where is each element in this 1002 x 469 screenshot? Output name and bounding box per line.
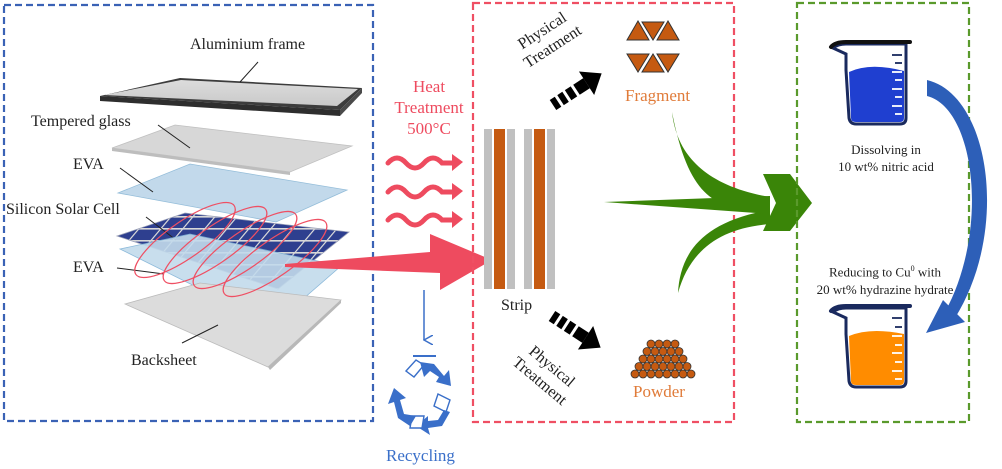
physical-treatment-arrow-top [549,71,602,111]
powder-particle [646,369,656,379]
beaker-orange-icon [829,304,912,389]
heat-wave-arrows [385,155,455,228]
silicon-solar-cell-leader [145,216,177,241]
heat-transfer-arrow [285,234,492,290]
powder-particle [650,362,660,371]
reduce-line1-text: Reducing to Cu [829,264,911,280]
powder-particle [666,347,676,356]
heat-wave-arrow-1 [385,155,455,171]
powder-particle [646,339,656,349]
aluminium-frame-layer [100,78,362,116]
dissolve-label: Dissolving in 10 wt% nitric acid [830,141,942,175]
reduce-line1-tail: with [914,264,941,280]
strip-icon [484,129,555,289]
reduce-line2: 20 wt% hydrazine hydrate [816,282,954,298]
powder-particle [642,347,652,356]
powder-particle [654,339,664,349]
powder-particle [674,362,684,371]
dissolve-to-reduce-arrow [926,80,988,333]
eva-top-layer [116,163,349,223]
heat-treatment-temperature: 500°C [407,119,451,138]
heat-wave-arrow-2 [385,184,455,200]
aluminium-frame-leader [239,61,259,83]
heat-wave-arrowhead-1 [452,154,463,171]
heat-wave-arrowhead-3 [452,211,463,228]
powder-particle [658,362,668,371]
label-silicon-solar-cell: Silicon Solar Cell [6,201,120,218]
reduce-superscript: 0 [910,264,915,273]
fragment-label: Fragment [625,86,691,105]
tempered-glass-layer [111,124,354,175]
backsheet-leader [181,324,219,344]
powder-particle [654,369,664,379]
panel-box [2,3,375,423]
tempered-glass-leader [157,124,191,149]
label-aluminium-frame: Aluminium frame [190,36,306,53]
reduce-label: Reducing to Cu0 with 20 wt% hydrazine hy… [800,260,970,299]
recycling-label: Recycling [386,446,455,465]
chemistry-box [795,1,971,424]
dissolve-line1: Dissolving in [851,142,921,157]
beaker-blue-icon [829,40,912,126]
heat-wave-arrow-3 [385,212,455,228]
powder-particle [638,354,648,364]
heat-wave-arrowhead-2 [452,183,463,200]
powder-particle [662,369,672,379]
label-eva-top: EVA [73,156,104,173]
label-eva-bottom: EVA [73,259,104,276]
powder-particle [658,347,668,356]
powder-particle [642,362,652,371]
powder-particle [630,369,640,379]
strip-label: Strip [501,297,533,314]
powder-particle [638,369,648,379]
powder-particle [682,362,692,371]
powder-label: Powder [633,382,685,401]
powder-particle [634,362,644,371]
merge-arrow [604,112,812,293]
recycle-icon [388,359,451,435]
label-tempered-glass: Tempered glass [31,113,131,130]
label-backsheet: Backsheet [131,352,197,369]
powder-particle [666,362,676,371]
powder-particle [670,354,680,364]
physical-treatment-arrow-bottom [548,310,601,350]
reduce-line1: Reducing to Cu0 with [800,260,970,281]
heat-treatment-label: Heat Treatment 500°C [381,76,477,139]
powder-particle [686,369,696,379]
fragment-icon [626,20,680,73]
powder-particle [674,347,684,356]
powder-particle [670,369,680,379]
backsheet-layer [123,282,342,370]
powder-particle [670,339,680,349]
heat-treatment-line1: Heat [412,77,446,96]
eva-top-leader [119,167,154,193]
powder-particle [678,369,688,379]
powder-particle [678,354,688,364]
powder-particle [662,339,672,349]
powder-particle [646,354,656,364]
eva-bottom-leader [116,267,165,275]
heating-coil [134,201,328,298]
powder-particle [662,354,672,364]
dissolve-line2: 10 wt% nitric acid [838,159,934,174]
heat-treatment-line2: Treatment [394,98,464,117]
powder-icon [630,339,696,379]
process-box [471,1,736,424]
powder-particle [654,354,664,364]
powder-particle [650,347,660,356]
